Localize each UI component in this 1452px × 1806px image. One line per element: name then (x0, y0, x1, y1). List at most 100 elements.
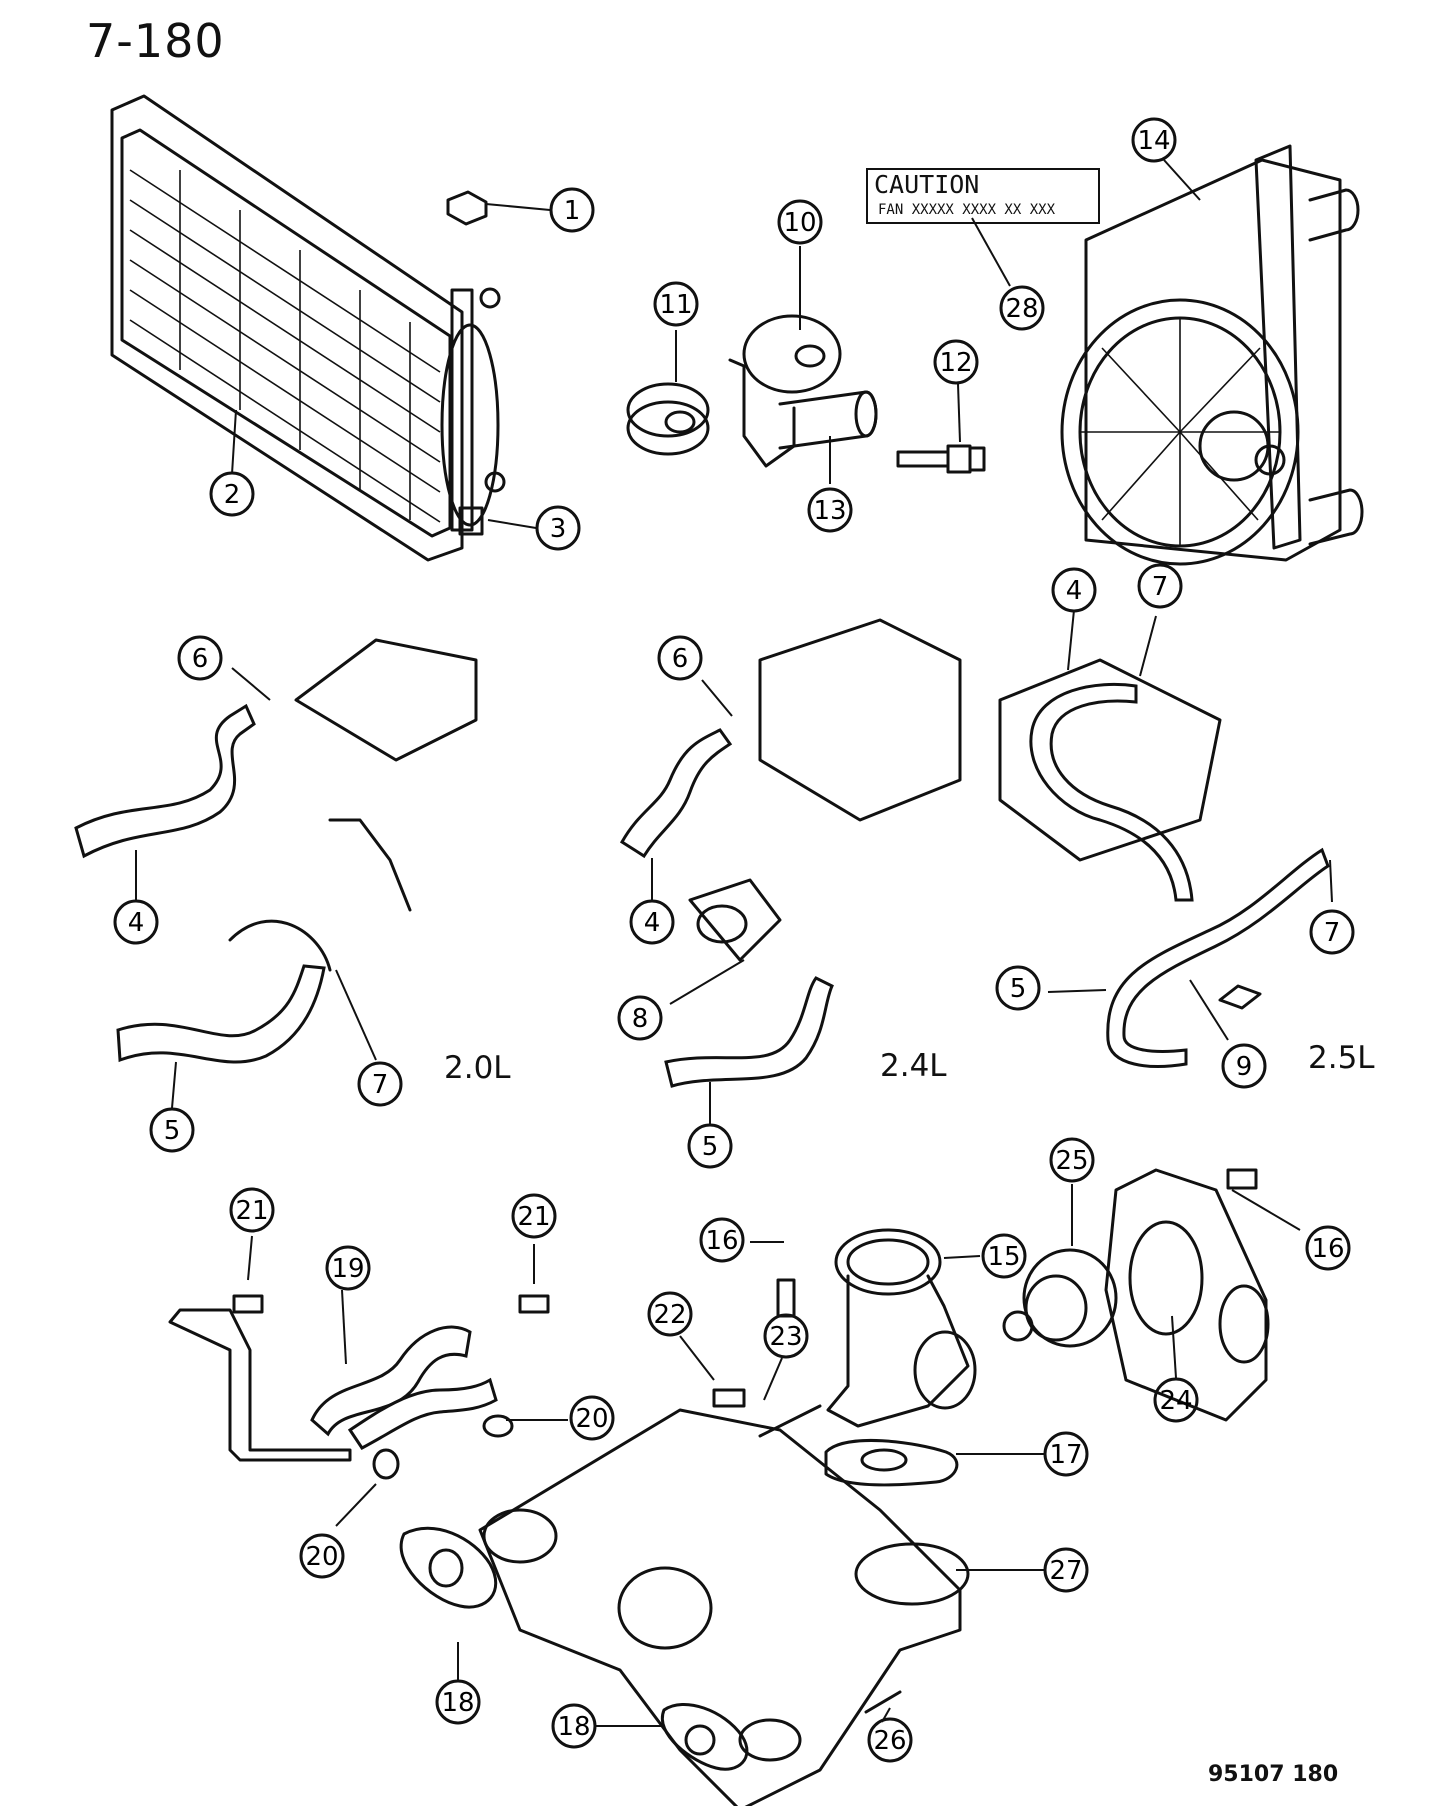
part-12-bolt-drawing (896, 444, 986, 474)
water-outlet-15-drawing (826, 1228, 977, 1428)
svg-text:9: 9 (1236, 1052, 1253, 1082)
callout-4-2-5l: 4 (1051, 567, 1097, 613)
callout-1: 1 (549, 187, 595, 233)
callout-3: 3 (535, 505, 581, 551)
intake-manifold-27-drawing (478, 1408, 970, 1806)
callout-18-bottom: 18 (551, 1703, 597, 1749)
svg-text:7: 7 (1324, 918, 1341, 948)
callouts: 1 2 3 4 4 4 5 5 5 6 6 7 7 7 8 9 10 11 12… (113, 117, 1355, 1763)
svg-text:28: 28 (1005, 294, 1038, 324)
svg-text:11: 11 (659, 290, 692, 320)
svg-text:24: 24 (1159, 1386, 1192, 1416)
svg-text:25: 25 (1055, 1146, 1088, 1176)
svg-text:7: 7 (372, 1070, 389, 1100)
svg-text:17: 17 (1049, 1440, 1082, 1470)
water-pipe-19-drawing (168, 1308, 498, 1462)
svg-text:7: 7 (1152, 572, 1169, 602)
callout-28: 28 (999, 285, 1045, 331)
callout-14: 14 (1131, 117, 1177, 163)
water-outlet-24-drawing (1104, 1168, 1270, 1422)
radiator-assembly-drawing (110, 94, 506, 562)
callout-16-left: 16 (699, 1217, 745, 1263)
callout-16-right: 16 (1305, 1225, 1351, 1271)
svg-text:4: 4 (1066, 576, 1083, 606)
engine-label-2-0l: 2.0L (444, 1050, 511, 1086)
svg-text:26: 26 (873, 1726, 906, 1756)
callout-13: 13 (807, 487, 853, 533)
svg-text:8: 8 (632, 1004, 649, 1034)
caution-text: FAN XXXXX XXXX XX XXX (878, 202, 1056, 218)
callout-23: 23 (763, 1313, 809, 1359)
callout-15: 15 (981, 1233, 1027, 1279)
page-number: 7-180 (86, 14, 225, 68)
thermostat-drawing (626, 382, 710, 456)
callout-21-right: 21 (511, 1193, 557, 1239)
svg-text:27: 27 (1049, 1556, 1082, 1586)
svg-text:2: 2 (224, 480, 241, 510)
svg-text:15: 15 (987, 1242, 1020, 1272)
caution-label: CAUTION FAN XXXXX XXXX XX XXX (866, 168, 1100, 224)
callout-7-2-0l: 7 (357, 1061, 403, 1107)
callout-21-left: 21 (229, 1187, 275, 1233)
callout-20-right: 20 (569, 1395, 615, 1441)
svg-text:19: 19 (331, 1254, 364, 1284)
svg-text:4: 4 (128, 908, 145, 938)
filler-neck-drawing (728, 314, 878, 468)
part-1-plug-drawing (446, 190, 488, 226)
engine-label-2-5l: 2.5L (1308, 1040, 1375, 1076)
callout-5-2-4l: 5 (687, 1123, 733, 1169)
callout-6-2-0l: 6 (177, 635, 223, 681)
caution-title: CAUTION (874, 170, 980, 199)
svg-text:21: 21 (235, 1196, 268, 1226)
callout-27: 27 (1043, 1547, 1089, 1593)
svg-text:21: 21 (517, 1202, 550, 1232)
svg-text:10: 10 (783, 208, 816, 238)
svg-text:12: 12 (939, 348, 972, 378)
callout-7-2-5l-right: 7 (1309, 909, 1355, 955)
hoses-2-5l-drawing (998, 658, 1330, 1068)
hoses-2-0l-drawing (74, 638, 478, 1064)
svg-text:16: 16 (1311, 1234, 1344, 1264)
callout-24: 24 (1153, 1377, 1199, 1423)
svg-text:20: 20 (575, 1404, 608, 1434)
svg-text:4: 4 (644, 908, 661, 938)
callout-7-2-5l-top: 7 (1137, 563, 1183, 609)
svg-text:6: 6 (192, 644, 209, 674)
gaskets-drawing (372, 1414, 959, 1771)
callout-4-2-4l: 4 (629, 899, 675, 945)
svg-text:5: 5 (164, 1116, 181, 1146)
engine-label-2-4l: 2.4L (880, 1048, 947, 1084)
svg-text:13: 13 (813, 496, 846, 526)
svg-text:18: 18 (557, 1712, 590, 1742)
svg-text:14: 14 (1137, 126, 1170, 156)
callout-2: 2 (209, 471, 255, 517)
svg-text:22: 22 (653, 1300, 686, 1330)
thermostat-25-drawing (1002, 1248, 1118, 1348)
callout-6-2-4l: 6 (657, 635, 703, 681)
svg-text:6: 6 (672, 644, 689, 674)
callout-10: 10 (777, 199, 823, 245)
callout-25: 25 (1049, 1137, 1095, 1183)
fan-shroud-drawing (1060, 144, 1364, 566)
leader-lines (135, 159, 1333, 1727)
callout-26: 26 (867, 1717, 913, 1763)
callout-11: 11 (653, 281, 699, 327)
svg-text:20: 20 (305, 1542, 338, 1572)
bolts-lower-drawing (232, 1168, 1258, 1714)
svg-text:1: 1 (564, 196, 581, 226)
svg-text:16: 16 (705, 1226, 738, 1256)
callout-8: 8 (617, 995, 663, 1041)
svg-text:18: 18 (441, 1688, 474, 1718)
callout-4-2-0l: 4 (113, 899, 159, 945)
svg-text:5: 5 (702, 1132, 719, 1162)
callout-12: 12 (933, 339, 979, 385)
svg-text:3: 3 (550, 514, 567, 544)
callout-20-left: 20 (299, 1533, 345, 1579)
callout-9: 9 (1221, 1043, 1267, 1089)
callout-22: 22 (647, 1291, 693, 1337)
callout-18-left: 18 (435, 1679, 481, 1725)
callout-5-2-5l: 5 (995, 965, 1041, 1011)
svg-text:5: 5 (1010, 974, 1027, 1004)
